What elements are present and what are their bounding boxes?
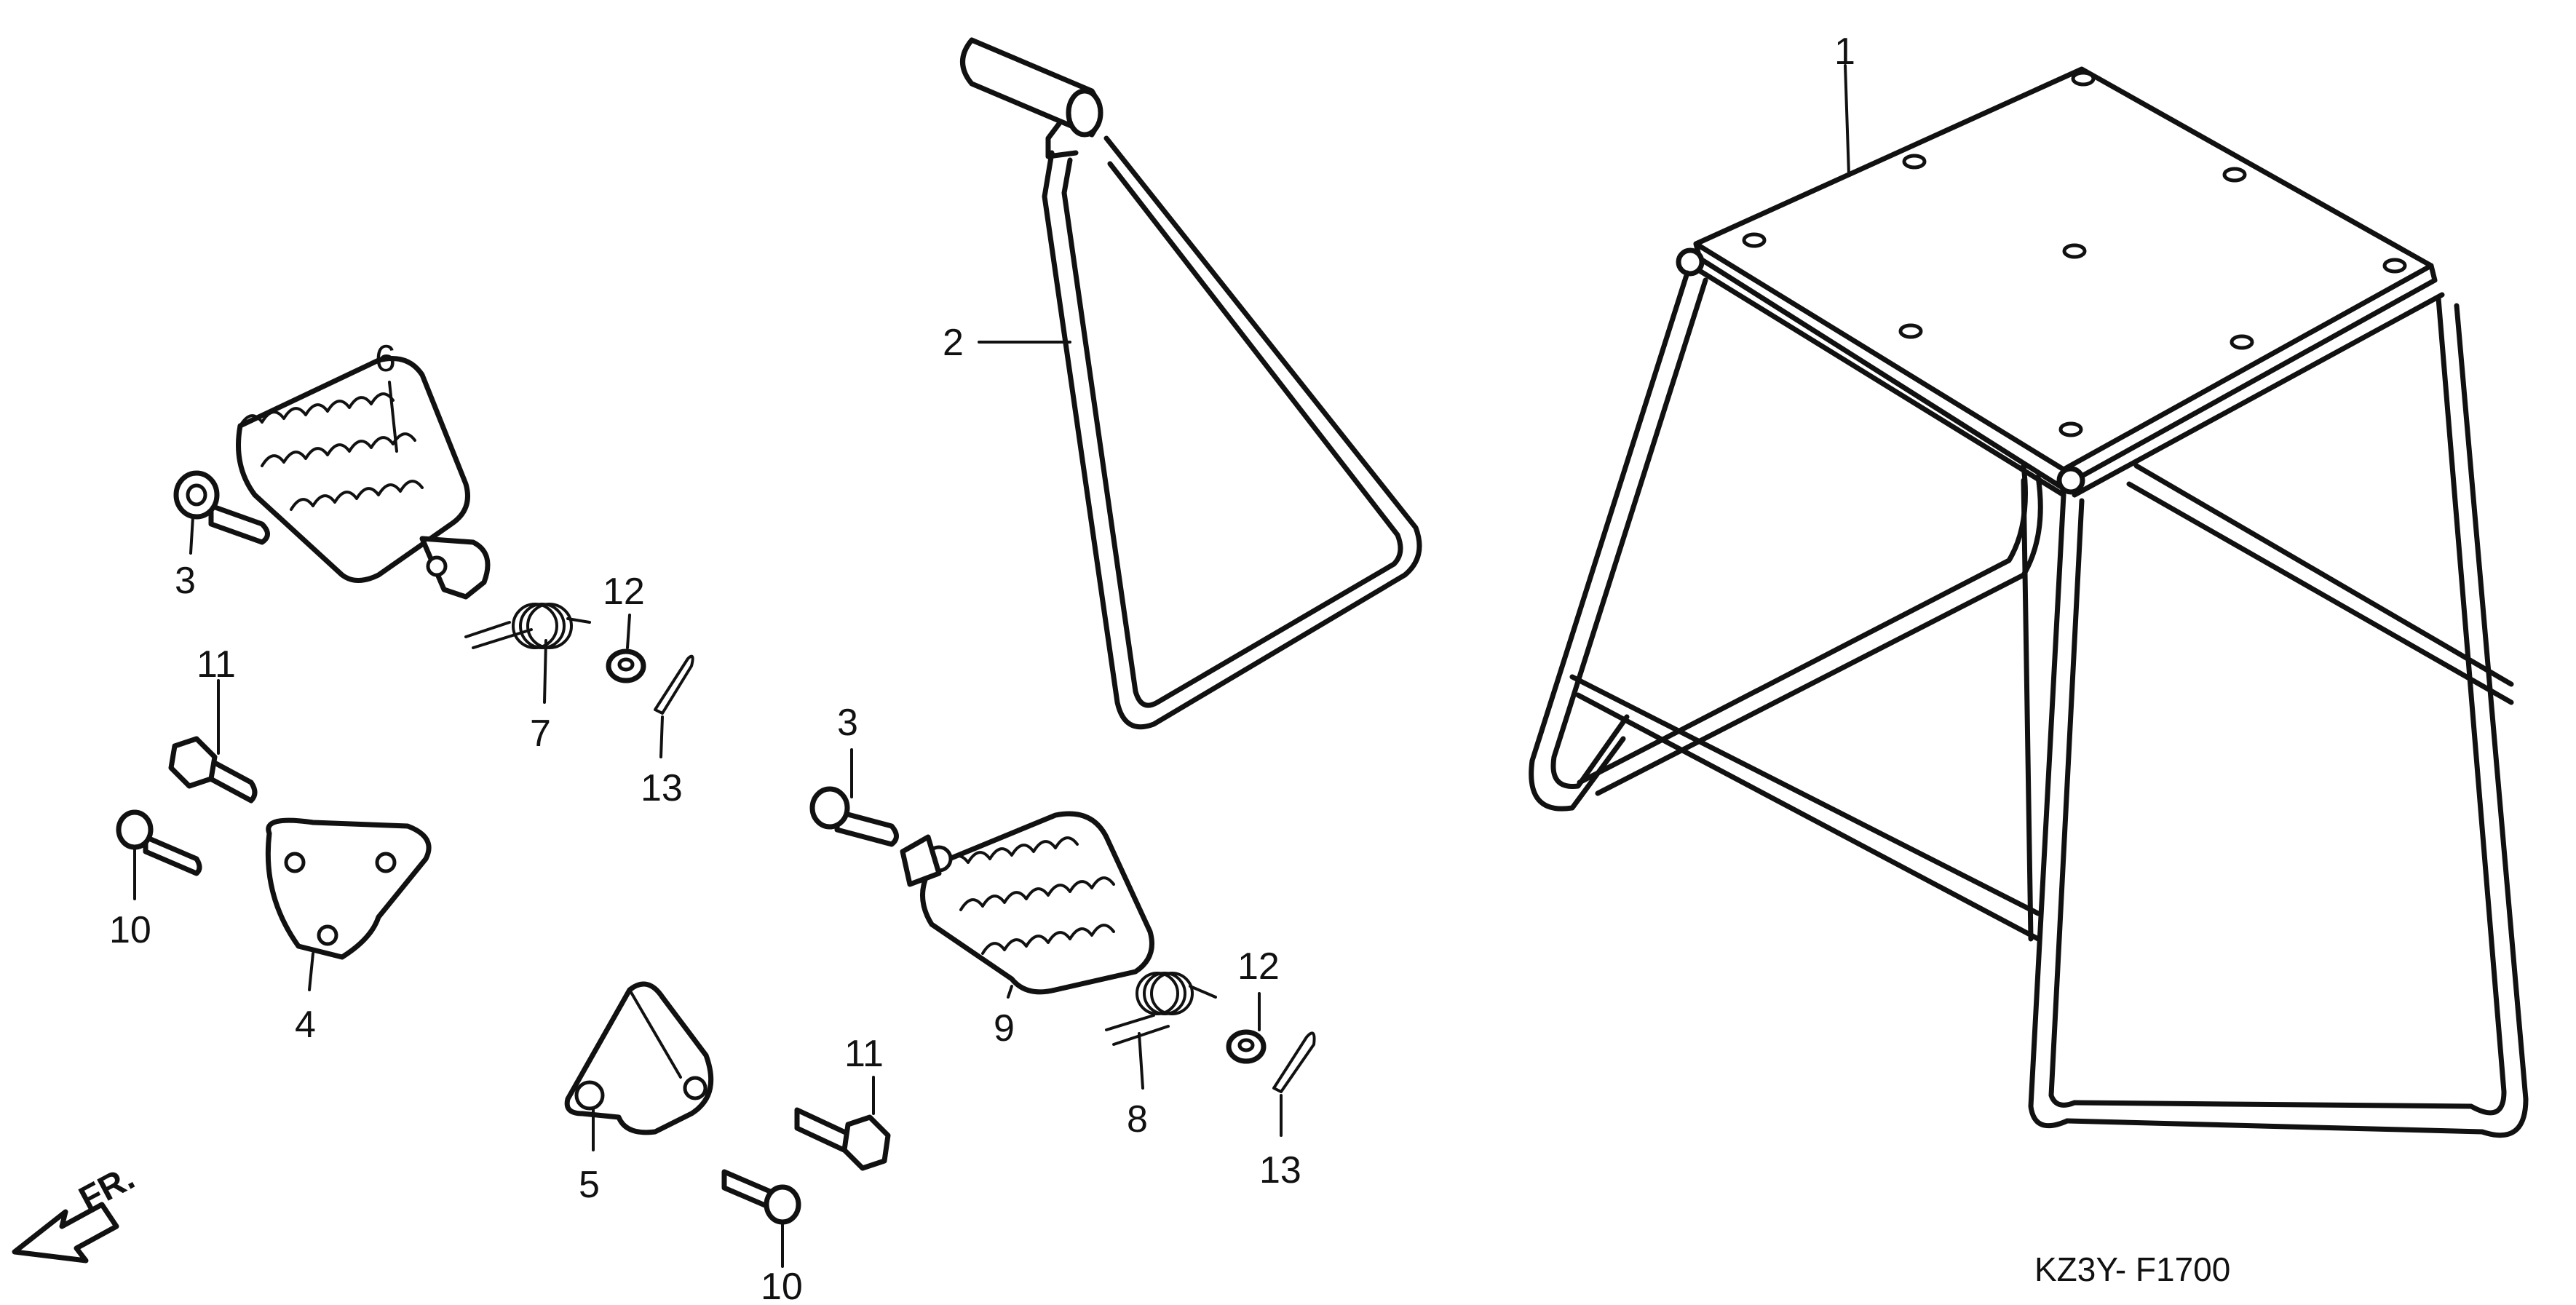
spring-lower [1105,972,1217,1046]
triangle-stand [960,37,1422,730]
callout-2: 2 [943,322,964,364]
pin-lower [809,786,899,847]
bolt-10-lower [721,1169,801,1225]
callout-13-lower: 13 [1259,1149,1301,1191]
bracket-5 [564,981,714,1135]
callout-11-lower: 11 [844,1033,884,1075]
callout-3-lower: 3 [837,702,858,744]
leader-lines [133,64,1850,1268]
callout-13-upper: 13 [641,767,683,809]
callout-5: 5 [579,1164,600,1206]
front-direction-marker: FR. [12,1159,140,1264]
washer-lower [1226,1029,1267,1064]
bracket-4 [265,817,432,960]
cotter-pin-upper [654,654,694,715]
footpeg-upper [236,356,491,600]
washer-upper [606,648,646,683]
callout-10-upper: 10 [109,909,151,951]
spring-upper [464,603,591,649]
callout-6: 6 [375,338,396,380]
box-stand [1529,66,2529,1138]
callout-3-upper: 3 [175,560,196,602]
callout-8: 8 [1127,1098,1148,1141]
callout-labels: 1 2 6 3 12 11 7 13 3 10 4 9 12 8 13 11 5… [109,31,1855,1305]
front-label: FR. [73,1159,140,1219]
callout-4: 4 [295,1004,316,1046]
bolt-10-upper [116,809,202,876]
bolt-11-upper [168,736,258,804]
drawing-code: KZ3Y- F1700 [2034,1250,2230,1288]
callout-10-lower: 10 [761,1266,803,1305]
callout-9: 9 [994,1007,1015,1050]
callout-12-lower: 12 [1237,945,1280,988]
front-direction-arrow-icon [12,1202,119,1264]
bolt-11-lower [794,1107,891,1171]
plate-bolt-heads [1742,71,2407,437]
callout-1: 1 [1834,31,1855,73]
callout-7: 7 [530,713,551,755]
callout-12-upper: 12 [603,571,645,613]
pin-upper [173,470,270,545]
cotter-pin-lower [1272,1031,1316,1093]
footpeg-lower [900,811,1154,995]
callout-11-upper: 11 [197,643,236,686]
